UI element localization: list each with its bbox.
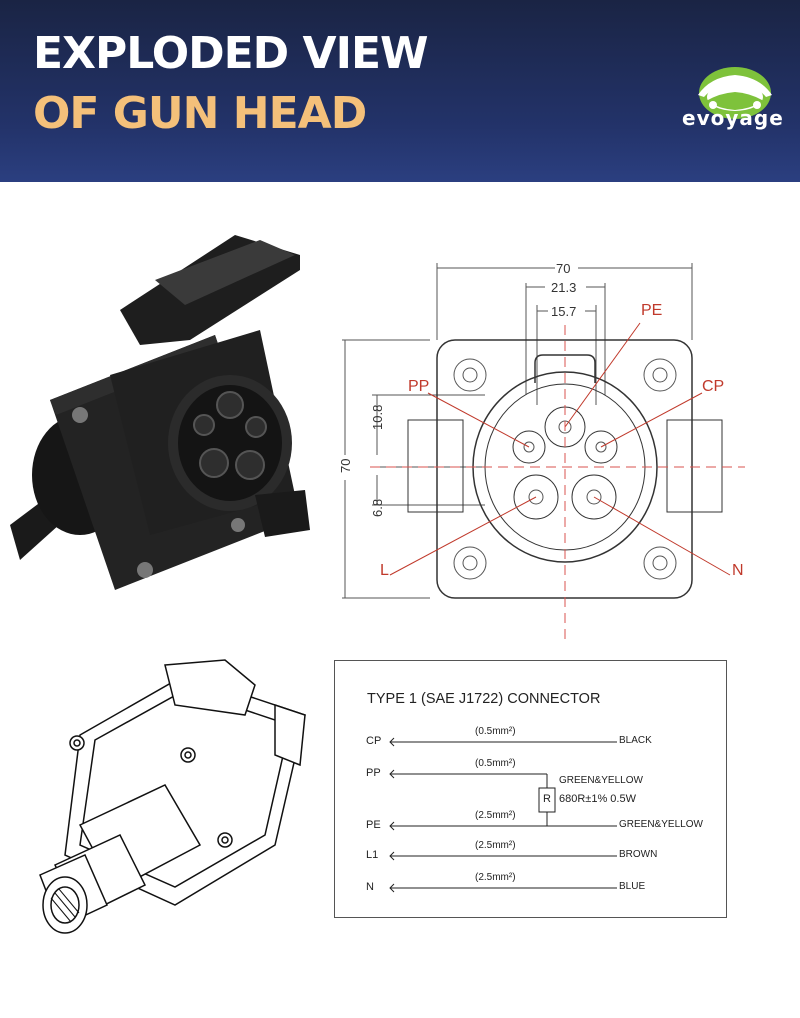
dim-upper: 10.8 [370,405,385,430]
pin-cp-label: CP [702,378,724,395]
pin-pp-label: PP [408,378,429,395]
logo-text: evoyage [682,106,784,130]
connector-line-drawing [39,659,306,934]
connector-photo [10,235,310,590]
header-banner: EXPLODED VIEW OF GUN HEAD evoyage [0,0,800,182]
wire-pin-pe: PE [366,819,381,831]
dim-width-mid: 21.3 [551,280,576,295]
wire-size-pp: (0.5mm²) [475,758,516,769]
wire-color-cp: BLACK [619,735,652,746]
wire-size-l1: (2.5mm²) [475,840,516,851]
dim-width-inner: 15.7 [551,304,576,319]
title-line-2: OF GUN HEAD [33,88,367,139]
resistor-symbol: R [543,793,551,805]
wiring-diagram: TYPE 1 (SAE J1722) CONNECTOR CP (0.5mm²)… [334,660,727,918]
wire-size-pe: (2.5mm²) [475,810,516,821]
dim-lower: 6.8 [370,499,385,517]
wire-size-cp: (0.5mm²) [475,726,516,737]
wire-color-n: BLUE [619,881,646,892]
title-line-1: EXPLODED VIEW [33,28,429,79]
wire-size-n: (2.5mm²) [475,872,516,883]
wire-color-l1: BROWN [619,849,658,860]
dim-width-total: 70 [556,261,570,276]
wire-pin-cp: CP [366,735,382,747]
wiring-lines [389,737,617,893]
pin-l-label: L [380,562,389,579]
wire-color-pe: GREEN&YELLOW [619,819,703,830]
technical-drawing: 70 21.3 15.7 70 10.8 6.8 PE PP CP L N [338,261,745,640]
wire-pin-pp: PP [366,767,381,779]
dim-height-total: 70 [338,459,353,473]
resistor-value: 680R±1% 0.5W [559,793,636,805]
pin-n-label: N [732,562,744,579]
pin-pe-label: PE [641,302,662,319]
wire-pin-n: N [366,881,374,893]
wire-pin-l1: L1 [366,849,379,861]
wiring-title: TYPE 1 (SAE J1722) CONNECTOR [367,691,601,707]
wire-color-pp: GREEN&YELLOW [559,775,643,786]
car-logo-icon [698,67,772,119]
